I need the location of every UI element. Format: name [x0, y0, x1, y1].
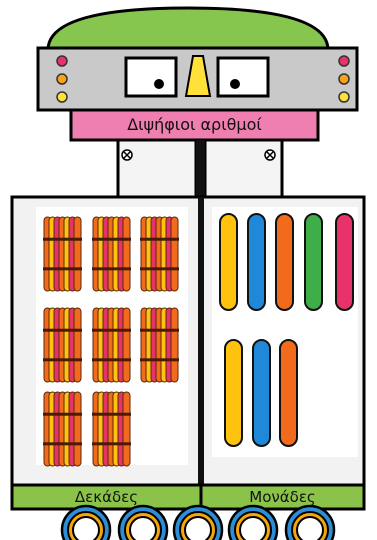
light-orange-right [339, 74, 349, 84]
neck-left [118, 140, 196, 198]
wheel-icon [174, 506, 222, 540]
light-pink-left [57, 56, 67, 66]
one-stick [280, 340, 297, 446]
one-stick [220, 214, 237, 310]
left-lights [57, 56, 67, 102]
light-orange-left [57, 74, 67, 84]
head-dome [48, 8, 328, 50]
ten-bundle [92, 308, 131, 382]
ten-bundle [43, 217, 82, 291]
neck-divider [196, 140, 205, 200]
right-pupil [230, 79, 240, 89]
left-eye [126, 58, 176, 96]
one-stick [248, 214, 265, 310]
bolt-left [122, 150, 132, 160]
bolt-right [265, 150, 275, 160]
tens-label: Δεκάδες [12, 487, 201, 507]
ten-bundle [92, 217, 131, 291]
ten-bundle [92, 392, 131, 466]
one-stick [253, 340, 270, 446]
left-pupil [154, 79, 164, 89]
ones-label: Μονάδες [201, 487, 364, 507]
ten-bundle [140, 217, 179, 291]
wheel-icon [229, 506, 277, 540]
right-lights [339, 56, 349, 102]
ten-bundle [140, 308, 179, 382]
right-eye [218, 58, 268, 96]
one-stick [305, 214, 322, 310]
ten-bundle [43, 392, 82, 466]
wheels [62, 506, 334, 540]
light-yellow-left [57, 92, 67, 102]
one-stick [225, 340, 242, 446]
wheel-icon [286, 506, 334, 540]
one-stick [276, 214, 293, 310]
neck-right [205, 140, 282, 198]
ten-bundle [43, 308, 82, 382]
light-pink-right [339, 56, 349, 66]
wheel-icon [62, 506, 110, 540]
body-divider [198, 197, 204, 509]
light-yellow-right [339, 92, 349, 102]
one-stick [336, 214, 353, 310]
wheel-icon [119, 506, 167, 540]
title-banner-text: Διψήφιοι αριθμοί [71, 114, 318, 136]
